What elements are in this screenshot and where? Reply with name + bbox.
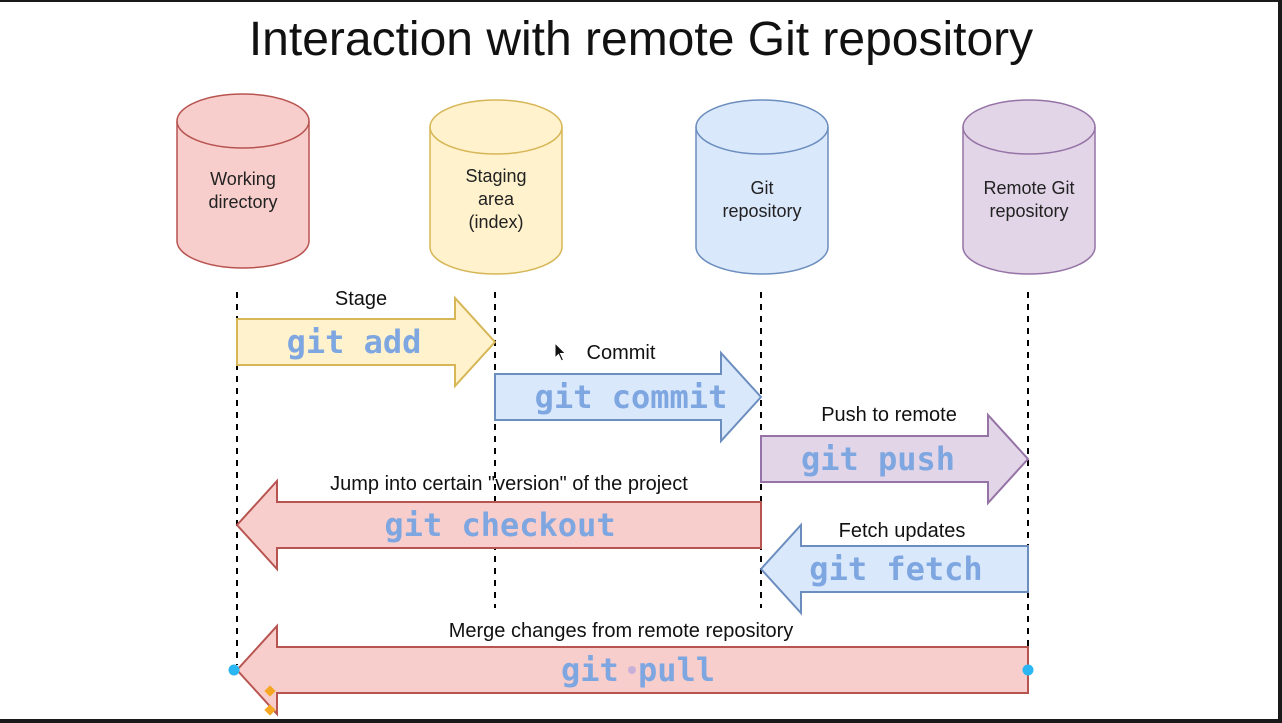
remote-store-label: Remote Git bbox=[983, 178, 1074, 198]
add-command: git add bbox=[287, 323, 422, 361]
pull-caption: Merge changes from remote repository bbox=[449, 620, 794, 642]
git-store-label: Git bbox=[750, 178, 773, 198]
push-operation: Push to remote git push bbox=[760, 404, 1030, 506]
push-caption: Push to remote bbox=[821, 404, 957, 426]
working-cylinder-body bbox=[176, 93, 310, 269]
commit-arrow[interactable] bbox=[494, 350, 763, 444]
git-store-label: repository bbox=[722, 201, 801, 221]
waypoint-handle[interactable] bbox=[264, 704, 276, 716]
remote-cylinder-rim bbox=[962, 126, 1096, 155]
staging-store: Staging area (index) bbox=[429, 99, 563, 275]
add-operation: Stage git add bbox=[236, 288, 497, 389]
remote-store: Remote Git repository bbox=[962, 99, 1096, 275]
mouse-cursor-icon bbox=[554, 341, 568, 362]
fetch-caption: Fetch updates bbox=[839, 520, 966, 542]
git-cylinder-rim bbox=[695, 126, 829, 155]
commit-caption: Commit bbox=[587, 342, 656, 364]
commit-command: git commit bbox=[535, 378, 728, 416]
staging-store-label: Staging bbox=[465, 166, 526, 186]
frame-right-border bbox=[1278, 0, 1282, 723]
push-command: git push bbox=[801, 440, 955, 478]
waypoint-handle[interactable] bbox=[264, 685, 276, 697]
push-arrow[interactable] bbox=[760, 412, 1030, 506]
add-arrow[interactable] bbox=[236, 295, 497, 389]
selection-handle-right[interactable] bbox=[1022, 664, 1034, 676]
remote-store-label: repository bbox=[989, 201, 1068, 221]
remote-cylinder-body bbox=[962, 99, 1096, 275]
selection-handles[interactable] bbox=[228, 664, 1034, 716]
working-store: Working directory bbox=[176, 93, 310, 269]
checkout-operation: Jump into certain "version" of the proje… bbox=[235, 473, 762, 572]
working-store-label: directory bbox=[208, 192, 277, 212]
frame-bottom-border bbox=[0, 719, 1282, 723]
pull-command: git pull bbox=[561, 651, 715, 689]
staging-store-label: (index) bbox=[468, 212, 523, 232]
frame-top-border bbox=[0, 0, 1282, 2]
page-title: Interaction with remote Git repository bbox=[248, 13, 1034, 66]
checkout-command: git checkout bbox=[384, 506, 615, 544]
checkout-arrow[interactable] bbox=[235, 478, 762, 572]
git-cylinder-body bbox=[695, 99, 829, 275]
add-caption: Stage bbox=[335, 288, 387, 310]
working-cylinder-rim bbox=[176, 120, 310, 149]
selection-handle-center[interactable] bbox=[628, 666, 636, 674]
fetch-command: git fetch bbox=[809, 550, 982, 588]
git-store: Git repository bbox=[695, 99, 829, 275]
commit-operation: Commit git commit bbox=[494, 342, 763, 444]
staging-cylinder-body bbox=[429, 99, 563, 275]
selection-handle-left[interactable] bbox=[228, 664, 240, 676]
staging-cylinder-rim bbox=[429, 126, 563, 155]
checkout-caption: Jump into certain "version" of the proje… bbox=[330, 473, 688, 495]
working-store-label: Working bbox=[210, 169, 276, 189]
staging-store-label: area bbox=[478, 189, 515, 209]
fetch-arrow[interactable] bbox=[759, 522, 1029, 616]
fetch-operation: Fetch updates git fetch bbox=[759, 520, 1029, 616]
